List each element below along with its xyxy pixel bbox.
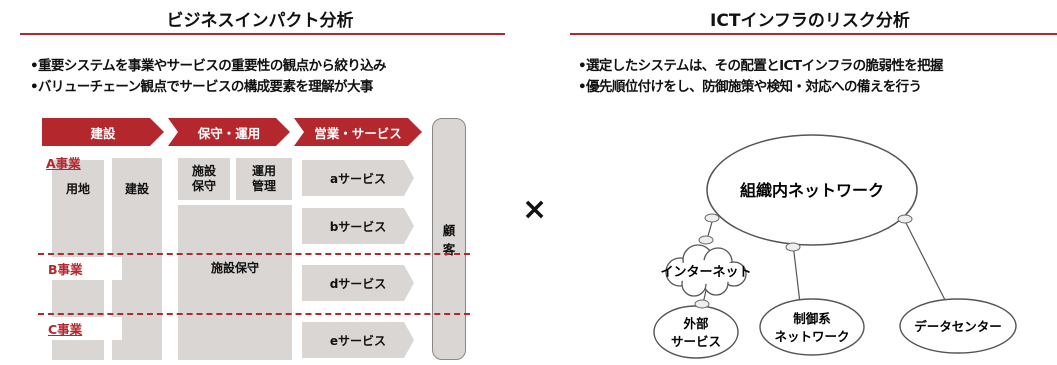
business-b-label: B事業 bbox=[44, 257, 122, 280]
right-title-rule bbox=[570, 33, 1057, 35]
datacenter-label: データセンター bbox=[914, 319, 1002, 334]
customer-label-1: 顧 bbox=[442, 223, 456, 238]
service-d: dサービス bbox=[302, 265, 414, 301]
stage-maintenance-operation: 保守・運用 bbox=[168, 118, 290, 146]
external-service-label-2: サービス bbox=[671, 334, 721, 349]
cell-facility-maintenance: 施設保守 bbox=[178, 205, 292, 360]
service-b: bサービス bbox=[302, 208, 414, 244]
customer-box: 顧 客 bbox=[432, 118, 466, 360]
business-c-label: C事業 bbox=[44, 317, 122, 340]
control-network-label-1: 制御系 bbox=[793, 311, 831, 326]
internal-network-label: 組織内ネットワーク bbox=[740, 181, 884, 200]
cell-facility-maintenance-label: 施設保守 bbox=[210, 261, 259, 275]
internal-network-node bbox=[706, 134, 918, 246]
internet-label: インターネット bbox=[660, 265, 751, 280]
left-bullet-1: •重要システムを事業やサービスの重要性の観点から絞り込み bbox=[30, 58, 387, 74]
router-icon bbox=[897, 214, 913, 224]
router-icon bbox=[704, 213, 720, 223]
business-a-label: A事業 bbox=[46, 156, 81, 171]
datacenter-node bbox=[899, 298, 1017, 354]
cell-operation-management-label: 運用 管理 bbox=[251, 164, 276, 193]
column-land-label: 用地 bbox=[65, 182, 90, 196]
external-service-node bbox=[653, 305, 739, 359]
stage-sales-service: 営業・サービス bbox=[294, 118, 422, 146]
stage-construction: 建設 bbox=[42, 118, 164, 146]
left-title-rule bbox=[20, 33, 505, 35]
business-b-divider bbox=[38, 253, 470, 255]
cell-facility-maintenance-top: 施設 保守 bbox=[178, 158, 230, 200]
service-a: aサービス bbox=[302, 160, 414, 196]
external-service-label-1: 外部 bbox=[682, 316, 709, 331]
cell-facility-maintenance-top-label: 施設 保守 bbox=[191, 164, 216, 193]
right-bullet-1: •選定したシステムは、その配置とICTインフラの脆弱性を把握 bbox=[578, 58, 944, 74]
router-icon bbox=[785, 242, 801, 252]
router-icon bbox=[698, 235, 714, 245]
column-construction-label: 建設 bbox=[124, 182, 149, 196]
right-panel-title: ICTインフラのリスク分析 bbox=[710, 11, 910, 31]
right-bullet-2: •優先順位付けをし、防御施策や検知・対応への備えを行う bbox=[578, 79, 922, 95]
business-c-divider bbox=[38, 313, 470, 315]
service-e: eサービス bbox=[302, 322, 414, 358]
left-panel-title: ビジネスインパクト分析 bbox=[166, 11, 354, 31]
cross-symbol: × bbox=[522, 192, 548, 227]
router-icon bbox=[694, 299, 710, 309]
cell-operation-management: 運用 管理 bbox=[236, 158, 292, 200]
control-network-label-2: ネットワーク bbox=[774, 329, 849, 344]
left-bullet-2: •バリューチェーン観点でサービスの構成要素を理解が大事 bbox=[30, 79, 373, 95]
control-network-node bbox=[759, 298, 865, 356]
